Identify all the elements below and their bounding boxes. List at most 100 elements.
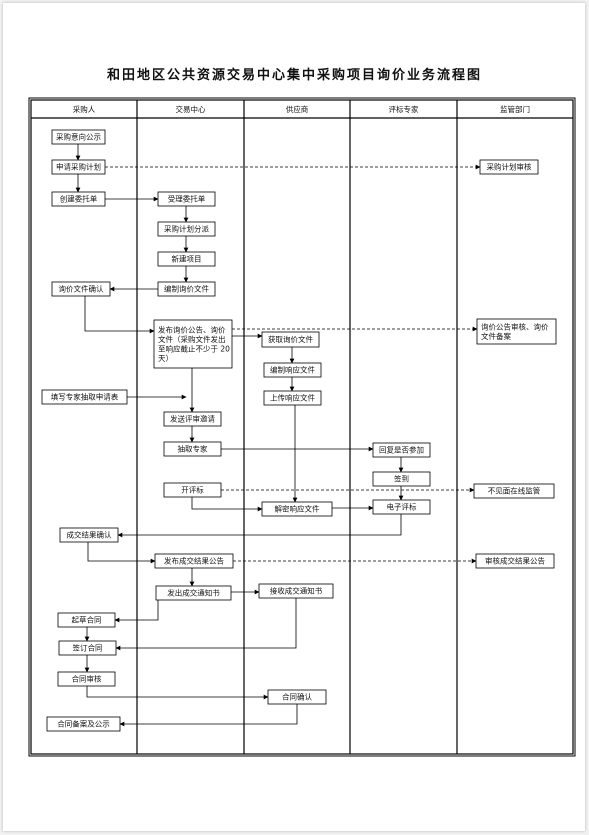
node-box (261, 331, 320, 348)
node-label: 获取询价文件 (268, 334, 313, 344)
node-box (57, 612, 116, 628)
node-label: 成交结果确认 (67, 530, 112, 540)
confirm-transaction-result: 成交结果确认 (59, 527, 119, 543)
node-box (41, 389, 128, 405)
node-box (155, 585, 232, 601)
node-box (51, 281, 111, 297)
open-bidding: 开评标 (163, 482, 222, 498)
review-result-notice: 审核成交结果公告 (475, 553, 555, 569)
sign-in: 签到 (372, 471, 431, 487)
node-label: 合同备案及公示 (57, 719, 110, 729)
node-label: 新建项目 (172, 254, 202, 264)
outer-frame (28, 97, 576, 757)
node-label: 发布询价公告、询价 (158, 324, 226, 334)
node-label: 天） (158, 354, 173, 363)
node-label: 受理委托单 (168, 194, 206, 204)
node-box (157, 251, 216, 267)
review-contract: 合同审核 (57, 671, 116, 687)
node-label: 解密响应文件 (275, 504, 320, 514)
node-label: 编制响应文件 (270, 365, 315, 375)
node-label: 采购计划审核 (487, 162, 532, 172)
obtain-inquiry-document: 获取询价文件 (261, 331, 320, 348)
review-procurement-plan: 采购计划审核 (479, 159, 539, 175)
node-label: 抽取专家 (178, 444, 208, 454)
node-label: 合同确认 (282, 692, 312, 702)
node-label: 回复是否参加 (379, 445, 424, 455)
confirm-inquiry-document: 询价文件确认 (51, 281, 111, 297)
file-and-publish-contract: 合同备案及公示 (46, 716, 121, 732)
node-label: 签到 (394, 474, 409, 484)
node-box (163, 482, 222, 498)
flow-arrow (119, 704, 298, 727)
lane-header-expert: 评标专家 (389, 104, 419, 114)
electronic-evaluation: 电子评标 (372, 499, 431, 515)
swimlane-headers: 采购人 交易中心 供应商 评标专家 监管部门 (73, 104, 530, 114)
procurement-intention-notice: 采购意向公示 (51, 129, 106, 145)
node-box (157, 281, 216, 297)
node-box (372, 442, 431, 458)
lane-header-purchaser: 采购人 (73, 104, 96, 114)
node-label: 询价公告审核、询价 (481, 321, 549, 331)
accept-commission-order: 受理委托单 (157, 191, 216, 207)
node-box (51, 129, 106, 145)
swimlane-grid (28, 97, 576, 757)
node-label: 至响应截止不少于 20 (158, 343, 230, 353)
node-label: 发布成交结果公告 (164, 556, 224, 566)
node-box (51, 191, 106, 207)
node-box (263, 362, 322, 378)
send-review-invitation: 发送评审邀请 (163, 411, 222, 427)
node-box (479, 159, 539, 175)
node-label: 审核成交结果公告 (485, 556, 545, 566)
node-label: 发送评审邀请 (170, 414, 215, 424)
draft-contract: 起草合同 (57, 612, 116, 628)
node-box (154, 553, 234, 569)
node-label: 创建委托单 (60, 194, 98, 204)
flow-connectors (75, 144, 481, 727)
compile-inquiry-document: 编制询价文件 (157, 281, 216, 297)
flow-arrow (117, 514, 402, 538)
node-box (163, 411, 222, 427)
lane-header-regulator: 监管部门 (500, 104, 530, 114)
draw-experts: 抽取专家 (163, 441, 222, 457)
node-label: 文件备案 (481, 331, 511, 341)
node-box (372, 471, 431, 487)
node-box (473, 483, 555, 499)
lane-header-supplier: 供应商 (286, 104, 309, 114)
node-box (51, 159, 106, 175)
node-box (59, 527, 119, 543)
node-box (267, 689, 327, 705)
lane-header-trading-center: 交易中心 (176, 104, 206, 114)
compile-response-document: 编制响应文件 (263, 362, 322, 378)
node-box (57, 671, 116, 687)
node-box (163, 441, 222, 457)
node-label: 询价文件确认 (59, 284, 104, 294)
node-box (263, 390, 322, 406)
node-label: 起草合同 (72, 615, 102, 625)
node-box (261, 501, 333, 517)
node-box (157, 221, 216, 237)
flow-arrow (87, 542, 156, 564)
node-box (258, 583, 334, 599)
node-label: 采购计划分派 (164, 224, 209, 234)
create-commission-order: 创建委托单 (51, 191, 106, 207)
node-label: 接收成交通知书 (270, 586, 323, 596)
node-label: 不见面在线监管 (488, 486, 541, 496)
receive-transaction-notice: 接收成交通知书 (258, 583, 334, 599)
node-label: 填写专家抽取申请表 (51, 392, 119, 402)
node-label: 申请采购计划 (56, 162, 101, 172)
node-label: 发出成交通知书 (167, 588, 220, 598)
node-box (372, 499, 431, 515)
publish-result-notice: 发布成交结果公告 (154, 553, 234, 569)
node-box (58, 640, 117, 656)
flow-arrow (115, 598, 297, 651)
node-label: 合同审核 (72, 674, 102, 684)
sign-contract: 签订合同 (58, 640, 117, 656)
node-label: 上传响应文件 (270, 393, 315, 403)
upload-response-document: 上传响应文件 (263, 390, 322, 406)
assign-procurement-plan: 采购计划分派 (157, 221, 216, 237)
issue-transaction-notice: 发出成交通知书 (155, 585, 232, 601)
node-box (153, 319, 233, 369)
node-box (157, 191, 216, 207)
